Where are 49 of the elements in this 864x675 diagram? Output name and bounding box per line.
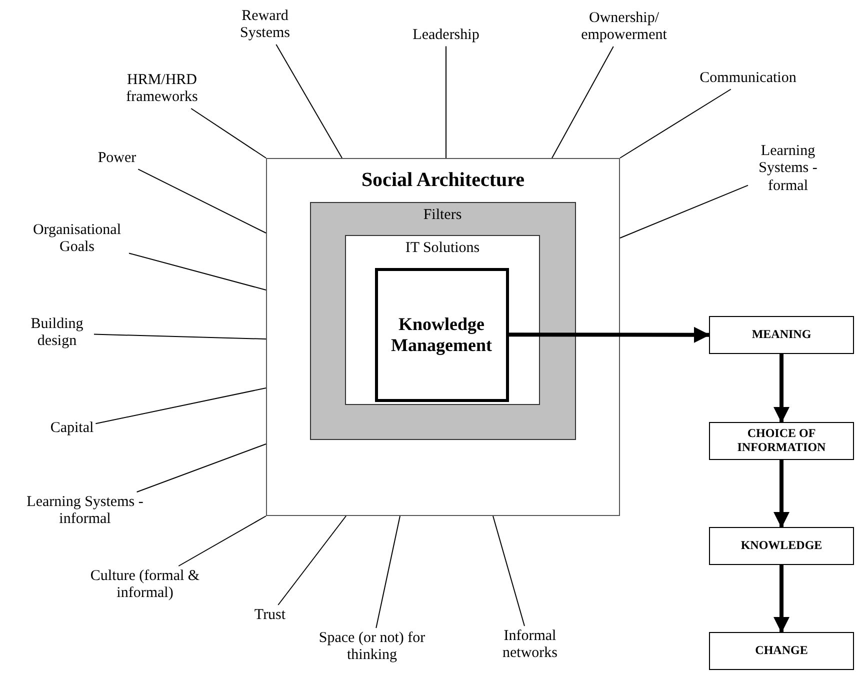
leader-line bbox=[94, 334, 266, 340]
factor-label: Informal networks bbox=[490, 628, 570, 662]
leader-line bbox=[128, 252, 266, 290]
factor-label: Power bbox=[98, 150, 136, 168]
process-box bbox=[709, 632, 854, 670]
leader-line bbox=[620, 184, 748, 238]
factor-label: Capital bbox=[50, 420, 94, 438]
factor-label: Ownership/ empowerment bbox=[566, 10, 682, 44]
filter-band bbox=[310, 202, 576, 440]
box-label: MEANING bbox=[750, 328, 812, 342]
box-label: CHOICE OF INFORMATION bbox=[736, 427, 827, 455]
factor-label: Learning Systems - informal bbox=[18, 494, 152, 528]
leader-line bbox=[276, 44, 342, 158]
factor-label: Leadership bbox=[412, 27, 480, 44]
box-label: CHANGE bbox=[754, 644, 809, 658]
inner-box bbox=[345, 235, 540, 405]
box-label: IT Solutions bbox=[404, 240, 481, 258]
leader-line bbox=[492, 516, 525, 626]
core-box bbox=[374, 268, 508, 402]
arrow bbox=[774, 565, 790, 633]
leader-line bbox=[278, 516, 346, 606]
factor-label: HRM/HRD frameworks bbox=[122, 72, 202, 106]
arrow bbox=[508, 326, 710, 343]
process-box bbox=[709, 422, 854, 460]
leader-line bbox=[190, 108, 266, 158]
factor-label: Culture (formal & informal) bbox=[80, 568, 210, 602]
leader-line bbox=[178, 516, 266, 566]
leader-line bbox=[376, 516, 400, 628]
factor-label: Trust bbox=[254, 607, 286, 624]
leader-line bbox=[136, 444, 266, 492]
arrow bbox=[774, 354, 790, 423]
leader-line bbox=[552, 46, 614, 158]
leader-line bbox=[95, 388, 266, 424]
process-box bbox=[709, 316, 854, 354]
box-label: KNOWLEDGE bbox=[740, 539, 824, 553]
outer-box bbox=[266, 158, 620, 516]
factor-label: Space (or not) for thinking bbox=[302, 630, 442, 664]
factor-label: Reward Systems bbox=[230, 8, 300, 42]
band-label: Filters bbox=[422, 206, 463, 224]
factor-label: Organisational Goals bbox=[27, 222, 127, 256]
box-title: Social Architecture bbox=[360, 169, 526, 192]
factor-label: Building design bbox=[22, 316, 92, 350]
process-box bbox=[709, 527, 854, 565]
box-label: Knowledge Management bbox=[390, 314, 493, 356]
leader-line bbox=[620, 88, 732, 158]
leader-line bbox=[138, 168, 266, 234]
factor-label: Communication bbox=[700, 70, 796, 88]
arrow bbox=[774, 460, 790, 528]
factor-label: Learning Systems - formal bbox=[750, 143, 826, 195]
